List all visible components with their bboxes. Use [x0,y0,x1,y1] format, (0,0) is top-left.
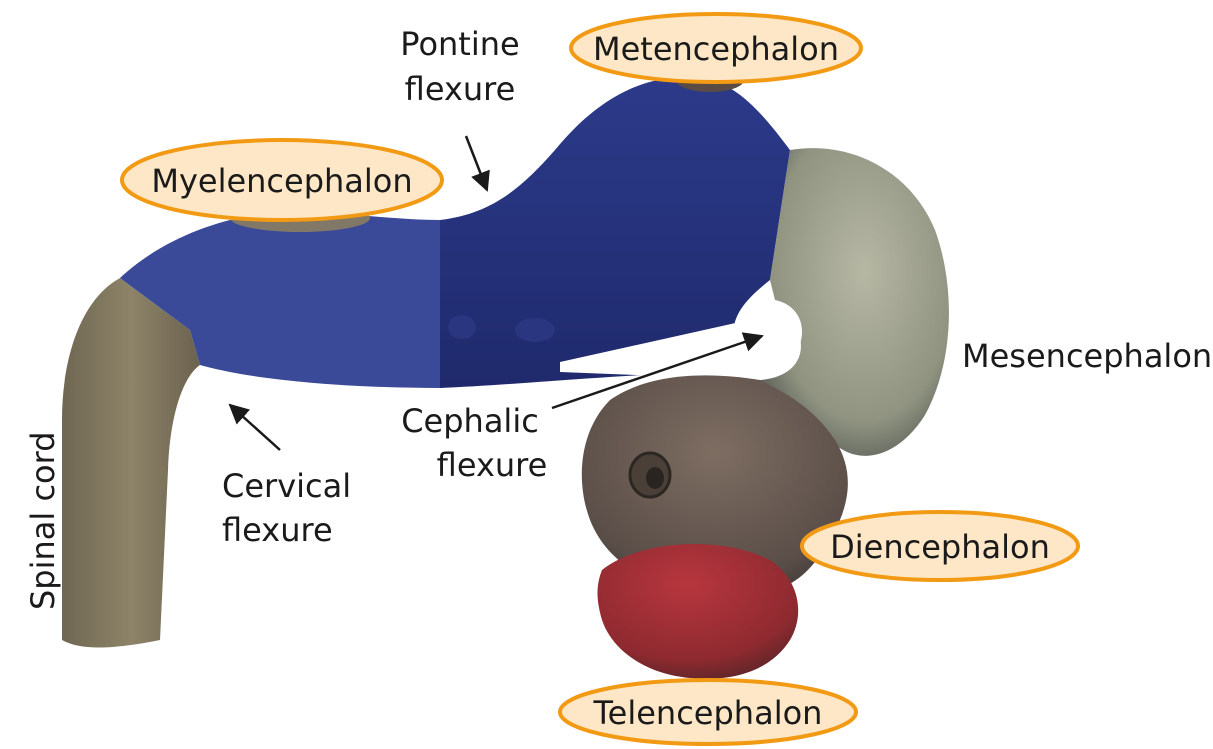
pontine-flexure-label-line1: Pontine [400,25,519,63]
cervical-flexure-label-line2: flexure [222,511,333,549]
surface-spot [448,315,476,339]
myelencephalon-label: Myelencephalon [151,162,412,200]
cervical-flexure-label-line1: Cervical [222,467,351,505]
cephalic-flexure-label-line1: Cephalic [401,402,539,440]
diencephalon-label: Diencephalon [830,528,1050,566]
pontine-flexure-label-line2: flexure [405,70,516,108]
telencephalon-label: Telencephalon [593,694,823,732]
spinal-cord-label: Spinal cord [24,431,62,610]
spinal-cord-region [62,278,200,648]
surface-spot [515,318,555,342]
pontine-flexure-arrow [466,136,487,190]
mesencephalon-label: Mesencephalon [962,337,1212,375]
optic-cup-inner [646,467,664,489]
cervical-flexure-arrow [230,405,280,450]
telencephalon-region [598,544,799,679]
cephalic-flexure-label-line2: flexure [437,446,548,484]
metencephalon-label: Metencephalon [593,30,839,68]
